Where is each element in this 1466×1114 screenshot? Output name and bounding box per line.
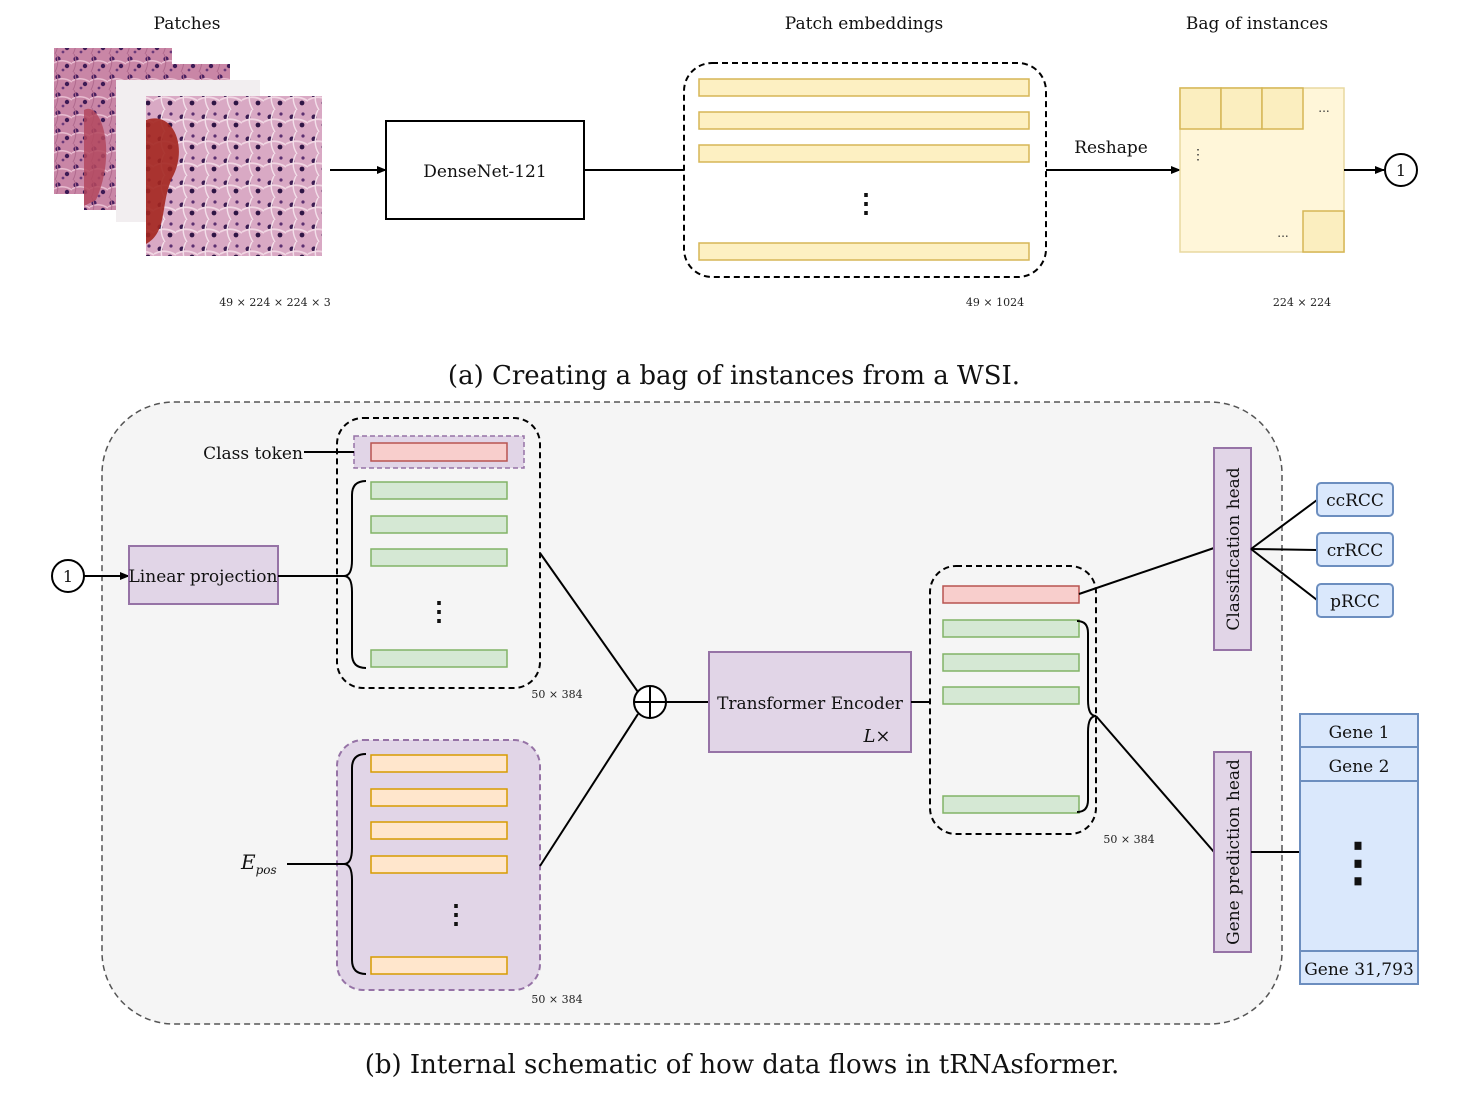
- gene-head-label: Gene prediction head: [1224, 759, 1244, 945]
- connector-b-label: 1: [63, 567, 73, 586]
- output-token: [942, 653, 1080, 672]
- patch-token: [370, 649, 508, 668]
- output-token: [942, 686, 1080, 705]
- densenet-box: [385, 120, 585, 220]
- bag-cell: [1179, 87, 1222, 130]
- line-head-to-prcc: [1250, 548, 1318, 601]
- bag-dims: 224 × 224: [1273, 296, 1331, 309]
- gene-label-2: Gene 2: [1329, 757, 1390, 777]
- bag-cell: [1261, 87, 1304, 130]
- caption-a: (a) Creating a bag of instances from a W…: [448, 361, 1020, 391]
- embedding-row: [698, 144, 1030, 163]
- repeat-label: L×: [862, 726, 890, 747]
- classification-head-label: Classification head: [1224, 467, 1244, 630]
- gene-row-1: [1299, 713, 1419, 748]
- embeddings-ellipsis: ⋮: [853, 189, 879, 219]
- epos-sub: pos: [256, 863, 277, 877]
- gene-label-1: Gene 1: [1329, 723, 1390, 743]
- linear-projection-box: [128, 545, 279, 605]
- output-token: [942, 619, 1080, 638]
- output-token: [942, 795, 1080, 814]
- embedding-row: [698, 111, 1030, 130]
- token-brace: [343, 480, 367, 669]
- line-positional-to-add: [539, 713, 639, 867]
- token-ellipsis: ⋮: [426, 597, 452, 627]
- embeddings-dims: 49 × 1024: [966, 296, 1024, 309]
- class-label-prcc: pRCC: [1330, 592, 1380, 612]
- embeddings-group: [683, 62, 1047, 278]
- output-class-token: [942, 585, 1080, 604]
- densenet-label: DenseNet-121: [423, 162, 546, 182]
- line-head-to-crrcc: [1250, 548, 1318, 551]
- class-label-crrcc: crRCC: [1327, 541, 1383, 561]
- class-box-ccrcc: [1316, 482, 1394, 517]
- bag-ellipsis-col: ⋮: [1191, 147, 1205, 163]
- bag-cells: [1179, 87, 1345, 253]
- patch-blood-streak: [84, 108, 107, 206]
- tokens-dims: 50 × 384: [531, 688, 582, 701]
- positional-row: [370, 821, 508, 840]
- patches-dims: 49 × 224 × 224 × 3: [219, 296, 331, 309]
- connector-a: [1384, 153, 1418, 187]
- patch-embeddings-title: Patch embeddings: [785, 14, 943, 34]
- patch-stack: [54, 48, 322, 256]
- line-head-to-ccrcc: [1250, 499, 1318, 550]
- positional-row: [370, 855, 508, 874]
- line-tokens-to-add: [539, 552, 639, 693]
- gene-ellipsis: ⋮: [1332, 832, 1384, 893]
- class-token-label: Class token: [203, 444, 303, 464]
- output-tokens: [942, 619, 1080, 814]
- positional-ellipsis: ⋮: [443, 900, 469, 930]
- patch-image-4: [146, 96, 322, 256]
- transformer-encoder-box: [708, 651, 912, 753]
- gene-row-2: [1299, 746, 1419, 782]
- output-dims: 50 × 384: [1103, 833, 1154, 846]
- class-token: [370, 442, 508, 462]
- patch-token: [370, 548, 508, 567]
- transformer-encoder-label: Transformer Encoder: [717, 694, 904, 714]
- bag-ellipsis-row: ...: [1318, 101, 1329, 115]
- positional-dims: 50 × 384: [531, 993, 582, 1006]
- line-class-to-classification-head: [1078, 547, 1215, 595]
- class-label-ccrcc: ccRCC: [1326, 491, 1384, 511]
- positional-row: [370, 754, 508, 773]
- gene-label-last: Gene 31,793: [1304, 960, 1414, 980]
- patches-title: Patches: [154, 14, 221, 34]
- reshape-label: Reshape: [1074, 138, 1148, 158]
- embedding-rows: [698, 78, 1030, 261]
- patch-token: [370, 481, 508, 500]
- bag-of-instances-title: Bag of instances: [1186, 14, 1328, 34]
- classification-head-box: [1213, 447, 1252, 651]
- line-tokens-to-gene-head: [1095, 715, 1215, 853]
- bag-ellipsis-last: ...: [1277, 226, 1288, 240]
- patch-token: [370, 515, 508, 534]
- class-box-crrcc: [1316, 532, 1394, 567]
- positional-row: [370, 956, 508, 975]
- epos-label: Epos: [240, 850, 277, 877]
- bag-cell: [1220, 87, 1263, 130]
- class-box-prcc: [1316, 583, 1394, 618]
- output-group: [929, 565, 1097, 835]
- positional-rows: [370, 754, 508, 975]
- linear-projection-label: Linear projection: [129, 567, 278, 587]
- caption-b: (b) Internal schematic of how data flows…: [365, 1050, 1120, 1080]
- bag-cell: [1302, 210, 1345, 253]
- embedding-row: [698, 242, 1030, 261]
- embedding-row: [698, 78, 1030, 97]
- epos-main: E: [240, 850, 256, 874]
- connector-a-label: 1: [1396, 161, 1406, 180]
- gene-row-last: [1299, 950, 1419, 985]
- patch-tokens: [370, 481, 508, 668]
- patch-blood-region: [146, 118, 179, 244]
- positional-row: [370, 788, 508, 807]
- tRNAsformer-panel: [101, 401, 1283, 1025]
